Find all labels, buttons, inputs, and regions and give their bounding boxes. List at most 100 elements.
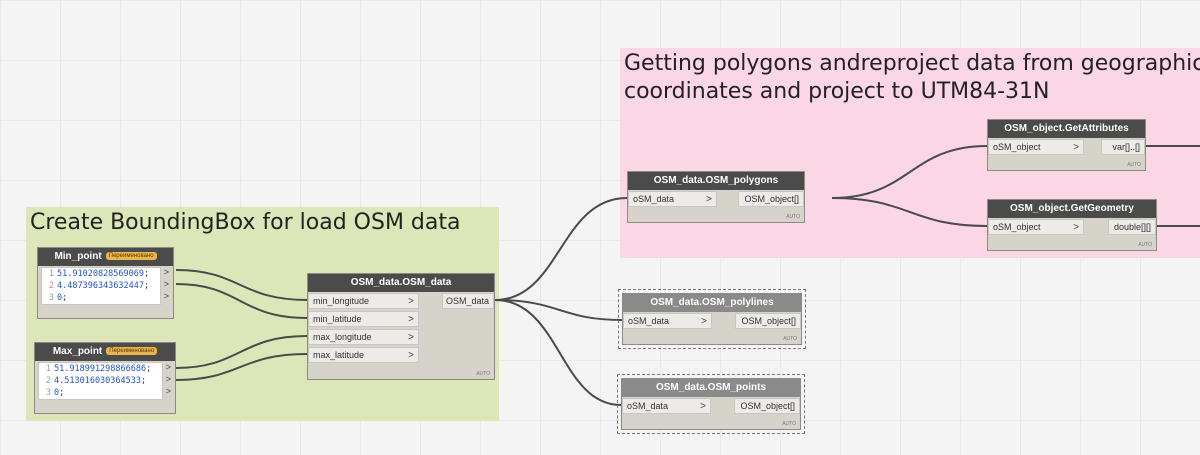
code-value: 0 [54, 388, 60, 398]
output-port-2[interactable]: > [163, 279, 169, 289]
wire-polygons-attributes [831, 145, 988, 199]
renamed-badge: Переименовано [105, 252, 157, 261]
wire-osmdata-polylines [494, 299, 623, 321]
output-port-osm-object[interactable]: OSM_object[] [738, 191, 804, 207]
node-header[interactable]: OSM_data.OSM_polygons [628, 172, 804, 190]
port-label: min_longitude [313, 296, 370, 306]
port-arrow-icon: > [706, 194, 712, 205]
port-label: max_longitude [313, 332, 372, 342]
node-title: Max_point [52, 346, 103, 357]
node-header[interactable]: OSM_object.GetGeometry [988, 200, 1156, 218]
wire-polygons-geometry [831, 197, 988, 227]
input-port-osm-data[interactable]: oSM_data > [623, 313, 712, 329]
input-port-osm-object[interactable]: oSM_object> [988, 219, 1084, 235]
code-value: 51.91020828569069 [57, 269, 144, 279]
port-arrow-icon: > [408, 350, 414, 361]
input-port-osm-data[interactable]: oSM_data > [628, 191, 717, 207]
code-semicolon: ; [144, 269, 150, 279]
port-label: oSM_data [633, 194, 675, 204]
input-port-max-longitude[interactable]: max_longitude > [308, 329, 419, 345]
port-arrow-icon: > [701, 316, 707, 327]
node-get-geometry[interactable]: OSM_object.GetGeometry oSM_object> doubl… [987, 199, 1157, 251]
input-port-min-latitude[interactable]: min_latitude> [308, 311, 419, 327]
code-semicolon: ; [141, 376, 147, 386]
node-header[interactable]: OSM_object.GetAttributes [988, 120, 1145, 138]
lacing-auto-label: AUTO [1127, 162, 1141, 168]
line-number: 3 [45, 388, 51, 398]
node-header[interactable]: OSM_data.OSM_polylines [623, 294, 801, 312]
code-semicolon: ; [59, 388, 65, 398]
wire-osmdata-points [494, 299, 622, 406]
wire-maxpoint-y [175, 353, 308, 381]
node-header[interactable]: OSM_data.OSM_points [622, 379, 800, 397]
port-arrow-icon: > [1073, 142, 1079, 153]
output-port-osm-object[interactable]: OSM_object[] [734, 398, 800, 414]
port-label: max_latitude [313, 350, 365, 360]
node-title: Min_point [54, 251, 102, 262]
code-value: 4.513016030364533 [54, 376, 141, 386]
output-port-1[interactable]: > [163, 267, 169, 277]
output-port-osm-data[interactable]: OSM_data [442, 293, 494, 309]
node-osm-polylines[interactable]: OSM_data.OSM_polylines oSM_data > OSM_obj… [618, 289, 806, 349]
group-title: Create BoundingBox for load OSM data [30, 210, 461, 235]
lacing-auto-label: AUTO [786, 214, 800, 220]
output-port-geometry[interactable]: double[][] [1108, 219, 1156, 235]
code-semicolon: ; [62, 293, 68, 303]
renamed-badge: Переименовано [106, 347, 158, 356]
input-port-max-latitude[interactable]: max_latitude > [308, 347, 419, 363]
node-osm-data[interactable]: OSM_data.OSM_data min_longitude > min_lat… [307, 273, 495, 380]
code-value: 4.487396343632447 [57, 281, 144, 291]
line-number: 2 [48, 281, 54, 291]
node-get-attributes[interactable]: OSM_object.GetAttributes oSM_object > var… [987, 119, 1146, 171]
line-number: 3 [48, 293, 54, 303]
code-value: 51.918991298866686 [54, 364, 147, 374]
output-port-1[interactable]: > [165, 362, 171, 372]
port-arrow-icon: > [700, 401, 706, 412]
input-port-min-longitude[interactable]: min_longitude > [308, 293, 419, 309]
port-label: oSM_object [993, 142, 1041, 152]
port-label: min_latitude [313, 314, 362, 324]
lacing-auto-label: AUTO [782, 421, 796, 427]
wire-osmdata-polygons [494, 197, 628, 301]
output-port-3[interactable]: > [165, 386, 171, 396]
input-port-osm-data[interactable]: oSM_data > [622, 398, 711, 414]
output-port-2[interactable]: > [165, 374, 171, 384]
lacing-auto-label: AUTO [783, 336, 797, 342]
wire-maxpoint-x [175, 335, 308, 369]
port-label: oSM_object [993, 222, 1041, 232]
node-header[interactable]: OSM_data.OSM_data [308, 274, 494, 292]
input-port-osm-object[interactable]: oSM_object > [988, 139, 1084, 155]
code-semicolon: ; [146, 364, 152, 374]
group-title-line-1: Getting polygons andreproject data from … [624, 51, 1200, 76]
line-number: 1 [45, 364, 51, 374]
port-arrow-icon: > [408, 332, 414, 343]
lacing-auto-label: AUTO [1138, 242, 1152, 248]
output-port-osm-object[interactable]: OSM_object[] [735, 313, 801, 329]
wire-minpoint-y [175, 283, 308, 319]
wire-minpoint-x [175, 269, 308, 301]
node-osm-polygons[interactable]: OSM_data.OSM_polygons oSM_data > OSM_obje… [627, 171, 805, 223]
node-osm-points[interactable]: OSM_data.OSM_points oSM_data > OSM_object… [617, 374, 805, 434]
output-port-attributes[interactable]: var[]..[] [1101, 139, 1145, 155]
port-label: oSM_data [627, 401, 669, 411]
line-number: 1 [48, 269, 54, 279]
port-arrow-icon: > [408, 296, 414, 307]
output-port-3[interactable]: > [163, 291, 169, 301]
code-semicolon: ; [144, 281, 150, 291]
port-label: oSM_data [628, 316, 670, 326]
line-number: 2 [45, 376, 51, 386]
